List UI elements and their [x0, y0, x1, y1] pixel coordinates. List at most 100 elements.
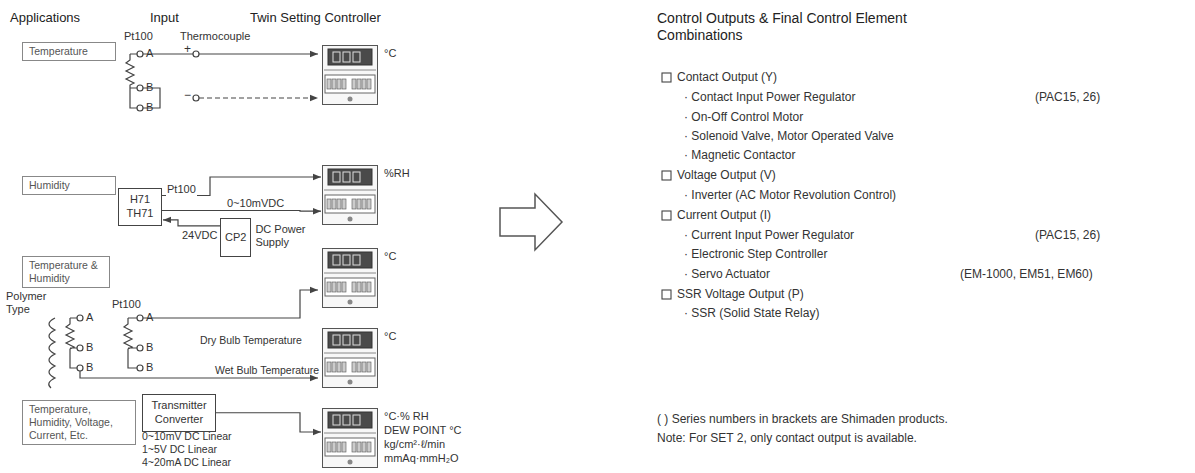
signal-label: B [86, 341, 93, 354]
setting-switch [327, 362, 331, 372]
device-label: CP2 [225, 231, 246, 244]
terminal [137, 315, 143, 321]
signal-connector [162, 177, 321, 196]
controller-unit: %RH [322, 165, 378, 225]
output-item: · Solenoid Valve, Motor Operated Valve [684, 129, 894, 143]
controller-art [322, 45, 378, 105]
application-label: Temperature [29, 45, 109, 58]
signal-label: Pt100 [124, 30, 153, 43]
signal-label: B [86, 361, 93, 374]
controller-art [322, 328, 378, 388]
setting-switch [357, 282, 361, 292]
controller-art [322, 248, 378, 308]
signal-label: B [146, 101, 153, 114]
output-item: · Magnetic Contactor [684, 148, 795, 162]
setting-switch [327, 199, 331, 209]
setting-switch [367, 282, 371, 292]
signal-wire [143, 53, 318, 54]
terminal [193, 51, 199, 57]
setting-switch [337, 282, 341, 292]
setting-panel [325, 278, 375, 296]
setting-switch [367, 199, 371, 209]
terminal [77, 345, 83, 351]
setting-switch [357, 362, 361, 372]
terminal [137, 51, 143, 57]
signal-label: + [184, 42, 191, 56]
device-label: H71 TH71 [123, 193, 157, 221]
setting-switch [357, 199, 361, 209]
indicator-knob [348, 380, 353, 385]
unit-label: °C·% RH [384, 409, 462, 423]
signal-wire [143, 290, 318, 318]
setting-switch [342, 79, 346, 89]
display-window [328, 169, 372, 185]
input-device-box: CP2DC Power Supply [220, 218, 251, 257]
display-digit [353, 172, 360, 182]
setting-switch [362, 442, 366, 452]
display-digit [333, 52, 340, 62]
application-label: Humidity [29, 179, 109, 192]
checkbox [662, 290, 671, 299]
output-item: Contact Output (Y) [677, 70, 777, 84]
unit-text-group: %RH [384, 166, 410, 180]
signal-wire [199, 97, 318, 98]
hollow-arrow [500, 194, 562, 250]
column-heading: Input [150, 10, 179, 26]
signal-label: 0~10mV DC Linear [142, 430, 232, 443]
signal-connector [216, 413, 321, 432]
setting-panel [325, 438, 375, 456]
setting-switch [367, 362, 371, 372]
unit-label: °C [384, 249, 396, 263]
connector-label: Pt100 [166, 183, 197, 196]
column-heading: Control Outputs & Final Control Element … [657, 10, 957, 44]
unit-label: kg/cm²·ℓ/min [384, 437, 462, 451]
controller-art [322, 408, 378, 468]
setting-panel [325, 75, 375, 93]
terminal [137, 365, 143, 371]
output-item: · Electronic Step Controller [684, 247, 827, 261]
indicator-knob [348, 460, 353, 465]
checkbox [662, 171, 671, 180]
setting-switch [332, 362, 336, 372]
checkbox [662, 211, 671, 220]
setting-switch [337, 199, 341, 209]
controller-case [323, 249, 378, 308]
terminal [137, 345, 143, 351]
setting-switch [332, 79, 336, 89]
setting-switch [367, 79, 371, 89]
input-device-box: Transmitter Converter [142, 394, 216, 432]
setting-switch [357, 442, 361, 452]
setting-switch [352, 442, 356, 452]
display-window [328, 332, 372, 348]
controller-unit: °C [322, 45, 378, 105]
signal-label: A [146, 311, 153, 324]
output-item: SSR Voltage Output (P) [677, 287, 804, 301]
signal-label: Dry Bulb Temperature [200, 334, 302, 347]
setting-switch [362, 199, 366, 209]
output-item: · Current Input Power Regulator [684, 228, 854, 242]
display-digit [353, 415, 360, 425]
setting-switch [362, 362, 366, 372]
setting-switch [332, 442, 336, 452]
column-heading: Applications [10, 10, 80, 26]
unit-label: °C [384, 46, 396, 60]
application-box: Temperature & Humidity [22, 256, 110, 288]
sensor-wiring [49, 54, 318, 388]
setting-switch [327, 442, 331, 452]
display-digit [343, 335, 350, 345]
setting-switch [352, 79, 356, 89]
setting-switch [342, 442, 346, 452]
setting-switch [352, 199, 356, 209]
terminal [137, 85, 143, 91]
note: ( ) Series numbers in brackets are Shima… [657, 412, 948, 426]
display-digit [343, 255, 350, 265]
display-digit [333, 415, 340, 425]
signal-label: Wet Bulb Temperature [215, 364, 319, 377]
signal-label: − [184, 88, 191, 102]
connector-label: 24VDC [181, 229, 218, 242]
terminal [193, 95, 199, 101]
output-item: Voltage Output (V) [677, 168, 776, 182]
unit-label: DEW POINT °C [384, 423, 462, 437]
setting-switch [367, 442, 371, 452]
